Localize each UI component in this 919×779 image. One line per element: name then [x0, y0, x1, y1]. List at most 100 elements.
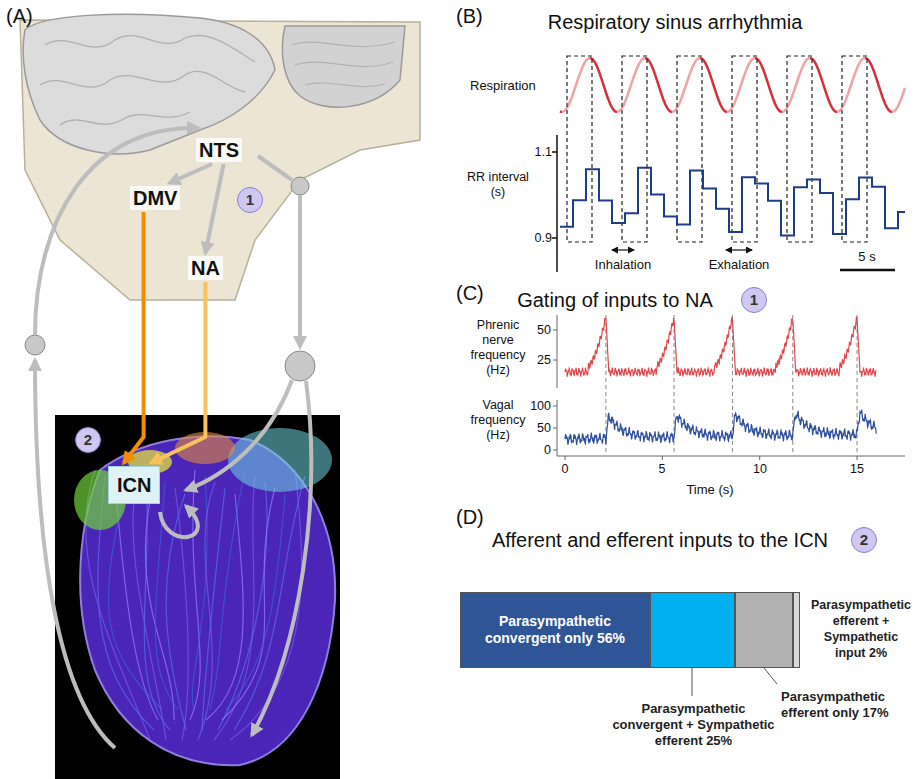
connector: [205, 164, 223, 253]
cerebellum-folia: [292, 42, 395, 87]
atrial-plexus: [228, 428, 332, 492]
bar-segment: Parasympathetic convergent only 56%: [460, 592, 650, 668]
axis-tick: [552, 151, 557, 153]
tick-label: 15: [850, 462, 864, 477]
scale-bar: [840, 269, 895, 272]
rsa-traces: [560, 56, 905, 242]
tick-label: 5: [659, 462, 666, 477]
panel-title: Gating of inputs to NA: [517, 288, 713, 312]
rr-interval-trace: [560, 168, 905, 236]
tick-label: 100: [530, 399, 551, 414]
leader-line: [764, 668, 777, 684]
connector: [169, 164, 212, 183]
scale-label: 5 s: [858, 249, 875, 264]
panel-title: Afferent and efferent inputs to the ICN: [492, 528, 828, 552]
respiration-trace: [645, 58, 672, 112]
axis-tick: [553, 330, 557, 331]
tick-label: 0: [544, 443, 551, 458]
ganglion-circle: [291, 177, 309, 195]
axis-line: [557, 315, 558, 388]
node-text: Parasympathetic efferent only 17%: [781, 689, 915, 721]
respiration-trace: [782, 58, 810, 112]
fibre-stroke: [192, 476, 207, 710]
axis-label: Time (s): [686, 482, 733, 497]
inhalation-window: [567, 56, 592, 242]
callout-number: 1: [741, 287, 767, 313]
respiration-trace: [755, 58, 782, 112]
bar-segment: Parasympathetic efferent only 17%: [735, 592, 793, 668]
axis-label: Respiration: [470, 78, 536, 93]
ganglion-circle: [25, 335, 45, 355]
respiration-trace: [560, 110, 562, 113]
tick-label: 0: [562, 462, 569, 477]
fibre-stroke: [230, 470, 301, 740]
tick-label: 10: [753, 462, 767, 477]
duration-arrow: [612, 249, 634, 250]
nucleus-label: DMV: [130, 186, 180, 210]
axis-tick: [553, 450, 557, 451]
axis-tick: [553, 428, 557, 429]
phrenic-trace: [565, 317, 876, 377]
afferent-pathway: [35, 128, 198, 335]
tick-label: 25: [537, 353, 551, 368]
callout-number: 2: [851, 527, 877, 553]
fibre-stroke: [234, 476, 305, 730]
node-text: Parasympathetic efferent + Sympathetic i…: [807, 597, 915, 661]
respiration-trace: [672, 58, 700, 112]
tick-label: 0.9: [535, 231, 552, 246]
local-loop: [160, 506, 198, 537]
inhalation-window: [732, 56, 757, 242]
tick-label: 50: [537, 421, 551, 436]
node-text: ICN: [117, 473, 151, 497]
afferent-pathway: [35, 360, 115, 748]
axis-label: Phrenic nerve frequency (Hz): [465, 318, 531, 378]
inhalation-window: [787, 56, 812, 242]
panel-letter: (C): [456, 281, 484, 305]
nucleus-label: NTS: [196, 138, 242, 162]
sympathetic-pathway: [252, 381, 311, 735]
fibre-stroke: [218, 482, 267, 730]
axis-label: Vagal frequency (Hz): [465, 398, 531, 443]
respiration-trace: [590, 58, 617, 112]
axis-line: [556, 135, 558, 272]
tick-label: 50: [537, 323, 551, 338]
axis-tick: [857, 456, 858, 460]
fibre-stroke: [115, 482, 158, 720]
callout-number: 1: [237, 187, 263, 213]
callout-number: 2: [75, 427, 101, 453]
respiration-trace: [617, 58, 645, 112]
cortex-gyri: [40, 35, 255, 125]
axis-label: RR interval (s): [464, 170, 532, 200]
respiration-trace: [837, 58, 865, 112]
sympathetic-pathway: [186, 380, 292, 490]
node-text: Parasympathetic convergent + Sympathetic…: [611, 701, 776, 749]
respiration-trace: [727, 58, 755, 112]
leader-line: [692, 668, 693, 696]
node-text: Parasympathetic convergent only 56%: [461, 613, 649, 647]
panel-letter: (B): [456, 4, 483, 28]
node-text: DMV: [133, 186, 177, 210]
duration-arrow: [726, 249, 752, 250]
vagal-trace: [565, 410, 876, 445]
axis-tick: [565, 456, 566, 460]
respiration-trace: [892, 88, 905, 112]
axis-tick: [552, 237, 557, 239]
fibre-stroke: [210, 470, 245, 710]
bar-segment: Parasympathetic efferent + Sympathetic i…: [793, 592, 800, 668]
nucleus-label: NA: [188, 256, 223, 280]
axis-tick: [553, 406, 557, 407]
axis-tick: [553, 360, 557, 361]
panel-letter: (A): [6, 4, 33, 28]
panel-letter: (D): [456, 505, 484, 529]
bar-segment: Parasympathetic convergent + Sympathetic…: [650, 592, 735, 668]
axis-line: [557, 456, 905, 457]
connector: [151, 282, 205, 463]
sympathetic-pathway: [298, 195, 302, 347]
axis-tick: [662, 456, 663, 460]
ganglion-circle: [285, 351, 315, 381]
respiration-trace: [865, 58, 892, 112]
axis-tick: [759, 456, 760, 460]
fibre-stroke: [175, 488, 188, 740]
